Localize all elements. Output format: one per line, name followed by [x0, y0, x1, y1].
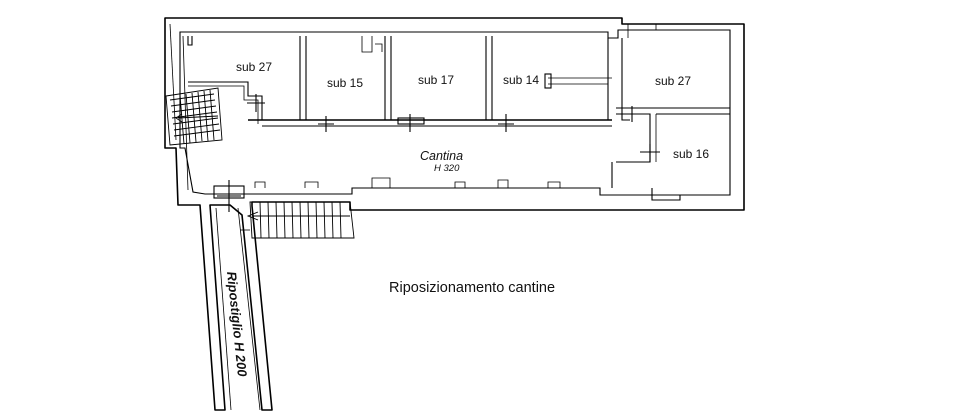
stairs-bottom	[246, 201, 355, 239]
room-label-r1: sub 27	[236, 60, 272, 74]
room-label-r3: sub 17	[418, 73, 454, 87]
storage-label: Ripostiglio H 200	[224, 271, 250, 378]
room-label-r4: sub 14	[503, 73, 539, 87]
room-label-r6: sub 16	[673, 147, 709, 161]
storage-corridor	[215, 207, 261, 411]
plan-caption: Riposizionamento cantine	[389, 280, 555, 296]
corridor-name: Cantina	[420, 149, 463, 163]
room-label-r2: sub 15	[327, 76, 363, 90]
door-symbols	[213, 94, 660, 212]
corridor-niches	[254, 177, 561, 188]
stairs-left	[165, 87, 223, 146]
corridor-height: H 320	[434, 163, 460, 174]
room-partitions	[187, 24, 730, 201]
room-label-r5: sub 27	[655, 74, 691, 88]
outer-walls	[164, 17, 745, 411]
